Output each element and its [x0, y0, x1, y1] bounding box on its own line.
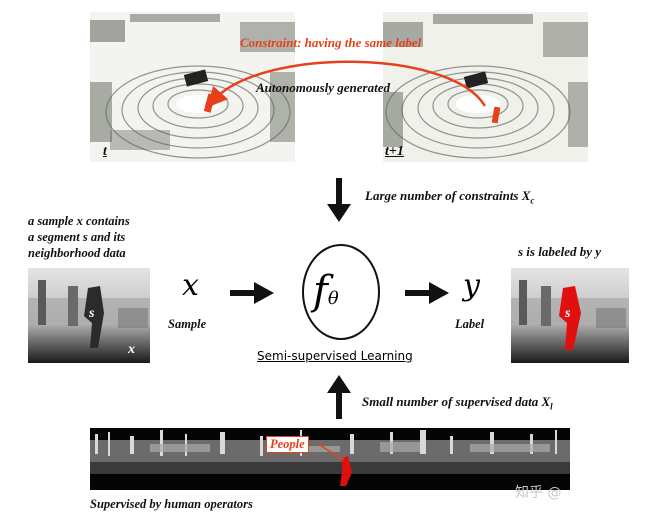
- human-operators-label: Supervised by human operators: [90, 497, 253, 511]
- supervised-text: Small number of supervised data Xl: [362, 394, 553, 412]
- x-marker-left: x: [128, 342, 135, 357]
- left-desc-line-2: a segment s and its: [28, 230, 126, 244]
- arrow-down-top: [327, 178, 351, 222]
- labeled-depth-image: [511, 268, 629, 363]
- people-tag: People: [266, 436, 309, 453]
- lidar-frame-t: [90, 12, 295, 162]
- sample-depth-image: [28, 268, 150, 363]
- lidar-frame-t1: [383, 12, 588, 162]
- x-symbol: x: [182, 268, 199, 303]
- arrow-right-right: [405, 282, 449, 304]
- model-ellipse: [302, 244, 380, 340]
- theta-symbol: θ: [327, 288, 339, 309]
- label-label: Label: [455, 317, 485, 331]
- left-desc-line-1: a sample x contains: [28, 214, 130, 228]
- constraint-label: Constraint: having the same label: [240, 35, 422, 50]
- ssl-label: Semi-supervised Learning: [257, 349, 413, 363]
- f-symbol: f: [313, 268, 328, 314]
- sample-label: Sample: [168, 317, 207, 331]
- frame-label-t1: t+1: [385, 144, 404, 159]
- arrow-up-bottom: [327, 375, 351, 419]
- frame-label-t: t: [103, 144, 107, 159]
- constraints-text: Large number of constraints Xc: [365, 188, 535, 206]
- model-symbol: fθ: [313, 268, 339, 314]
- watermark: 知乎 @: [515, 485, 562, 501]
- left-desc-line-3: neighborhood data: [28, 246, 126, 260]
- autonomously-generated-label: Autonomously generated: [256, 80, 390, 95]
- s-marker-left: s: [89, 306, 95, 321]
- s-marker-right: s: [565, 306, 571, 321]
- y-symbol: y: [463, 268, 480, 303]
- panorama-depth-image: [90, 428, 570, 490]
- left-description: a sample x contains a segment s and its …: [28, 213, 130, 261]
- constraint-arrow: [207, 60, 487, 108]
- right-description: s is labeled by y: [518, 244, 602, 259]
- people-pointer: [318, 443, 345, 461]
- arrow-right-left: [230, 282, 274, 304]
